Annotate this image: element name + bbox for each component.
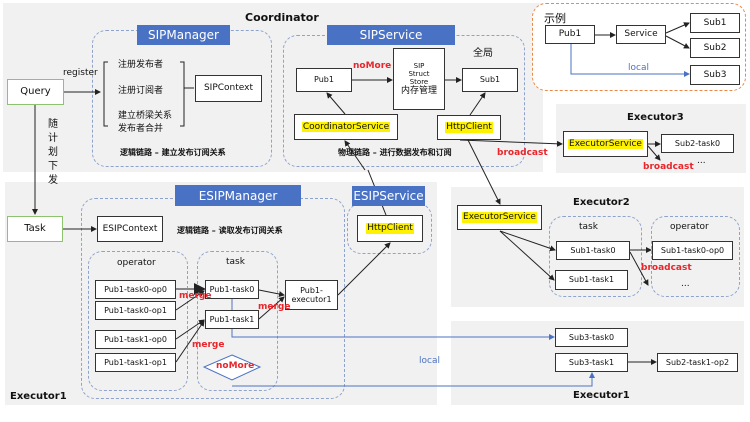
executor1-title: Executor1 [10, 391, 67, 402]
coordinator-title: Coordinator [245, 11, 319, 24]
executor2-service: ExecutorService [457, 205, 542, 230]
coordinator-service-node: CoordinatorService [294, 114, 398, 140]
merge-label: merge [258, 302, 291, 312]
sub1-task1-node: Sub1-task1 [555, 270, 628, 290]
op-node: Pub1-task1-op1 [95, 353, 176, 372]
ellipsis: ... [697, 156, 706, 166]
task-node: Task [7, 216, 63, 242]
esip-service-header: ESIPService [352, 186, 425, 206]
esip-context-node: ESIPContext [97, 216, 163, 242]
sub2-task0-node: Sub2-task0 [661, 134, 734, 153]
sip-manager-item: 注册发布者 [118, 60, 164, 70]
exec2-operator-title: operator [670, 222, 709, 232]
register-label: register [63, 68, 98, 78]
executor2-title: Executor2 [573, 197, 630, 208]
sip-context-node: SIPContext [195, 75, 262, 102]
exec2-operator-group [651, 216, 740, 297]
example-sub3: Sub3 [690, 65, 740, 85]
sub1-task0-node: Sub1-task0 [556, 241, 630, 260]
op-node: Pub1-task1-op0 [95, 330, 176, 349]
no-more-diamond [202, 354, 262, 381]
sip-manager-header: SIPManager [137, 25, 230, 45]
local-label: local [419, 356, 440, 366]
sip-service-caption: 物理链路 – 进行数据发布和订阅 [338, 148, 452, 157]
example-local-label: local [628, 63, 649, 73]
pub1-task0-node: Pub1-task0 [205, 280, 259, 299]
merge-label: merge [192, 340, 225, 350]
sip-service-header: SIPService [327, 25, 455, 45]
example-sub2: Sub2 [690, 38, 740, 58]
sip-manager-item: 发布者合并 [118, 124, 164, 134]
sip-manager-item: 注册订阅者 [118, 86, 164, 96]
esip-http-client-node: HttpClient [357, 215, 423, 242]
sub2-task1-op2-node: Sub2-task1-op2 [657, 353, 738, 372]
scope-label: 全局 [473, 48, 493, 59]
executor3-service: ExecutorService [563, 131, 648, 157]
pub1-task1-node: Pub1-task1 [205, 310, 259, 329]
example-service: Service [616, 25, 666, 44]
sub1-task0-op0-node: Sub1-task0-op0 [652, 241, 733, 260]
coordinator-service-label: CoordinatorService [301, 121, 391, 133]
operator-group [88, 251, 188, 391]
executor1-right-title: Executor1 [573, 390, 630, 401]
op-node: Pub1-task0-op0 [95, 280, 176, 299]
http-client-label: HttpClient [366, 223, 414, 234]
no-more-label: noMore [216, 361, 255, 371]
merge-label: merge [179, 291, 212, 301]
example-sub1: Sub1 [690, 13, 740, 33]
sip-manager-item: 建立桥梁关系 [118, 111, 173, 121]
ellipsis: ... [681, 279, 690, 289]
query-node: Query [7, 79, 64, 105]
broadcast-label: broadcast [643, 162, 694, 172]
sub1-node: Sub1 [462, 68, 518, 92]
example-pub1: Pub1 [545, 25, 595, 44]
executor3-title: Executor3 [627, 112, 684, 123]
broadcast-label: broadcast [641, 263, 692, 273]
sip-manager-caption: 逻辑链路 – 建立发布订阅关系 [120, 148, 226, 157]
sip-struct-store-node: SIP Struct Store 内存管理 [393, 48, 445, 110]
pub1-node: Pub1 [296, 68, 352, 92]
sub3-task0-node: Sub3-task0 [555, 328, 628, 347]
esip-manager-header: ESIPManager [175, 185, 301, 206]
esip-manager-caption: 逻辑链路 – 读取发布订阅关系 [177, 226, 283, 235]
task-title: task [226, 257, 245, 267]
op-node: Pub1-task0-op1 [95, 301, 176, 320]
no-more-label: noMore [353, 61, 392, 71]
store-sublabel: 内存管理 [400, 85, 437, 96]
example-title: 示例 [544, 12, 566, 25]
sub3-task1-node: Sub3-task1 [555, 353, 628, 372]
store-label: SIP Struct Store [408, 61, 430, 86]
http-client-label: HttpClient [445, 122, 493, 133]
exec2-task-title: task [579, 222, 598, 232]
exec2-task-group [549, 216, 642, 297]
broadcast-label: broadcast [497, 148, 548, 158]
executor-service-label: ExecutorService [568, 138, 643, 150]
dispatch-label: 随计划下发 [48, 119, 58, 186]
operator-title: operator [117, 258, 156, 268]
http-client-node: HttpClient [437, 115, 501, 140]
pub1-executor1-node: Pub1-executor1 [285, 280, 338, 310]
task-group [197, 251, 278, 391]
executor-service-label: ExecutorService [462, 212, 537, 223]
